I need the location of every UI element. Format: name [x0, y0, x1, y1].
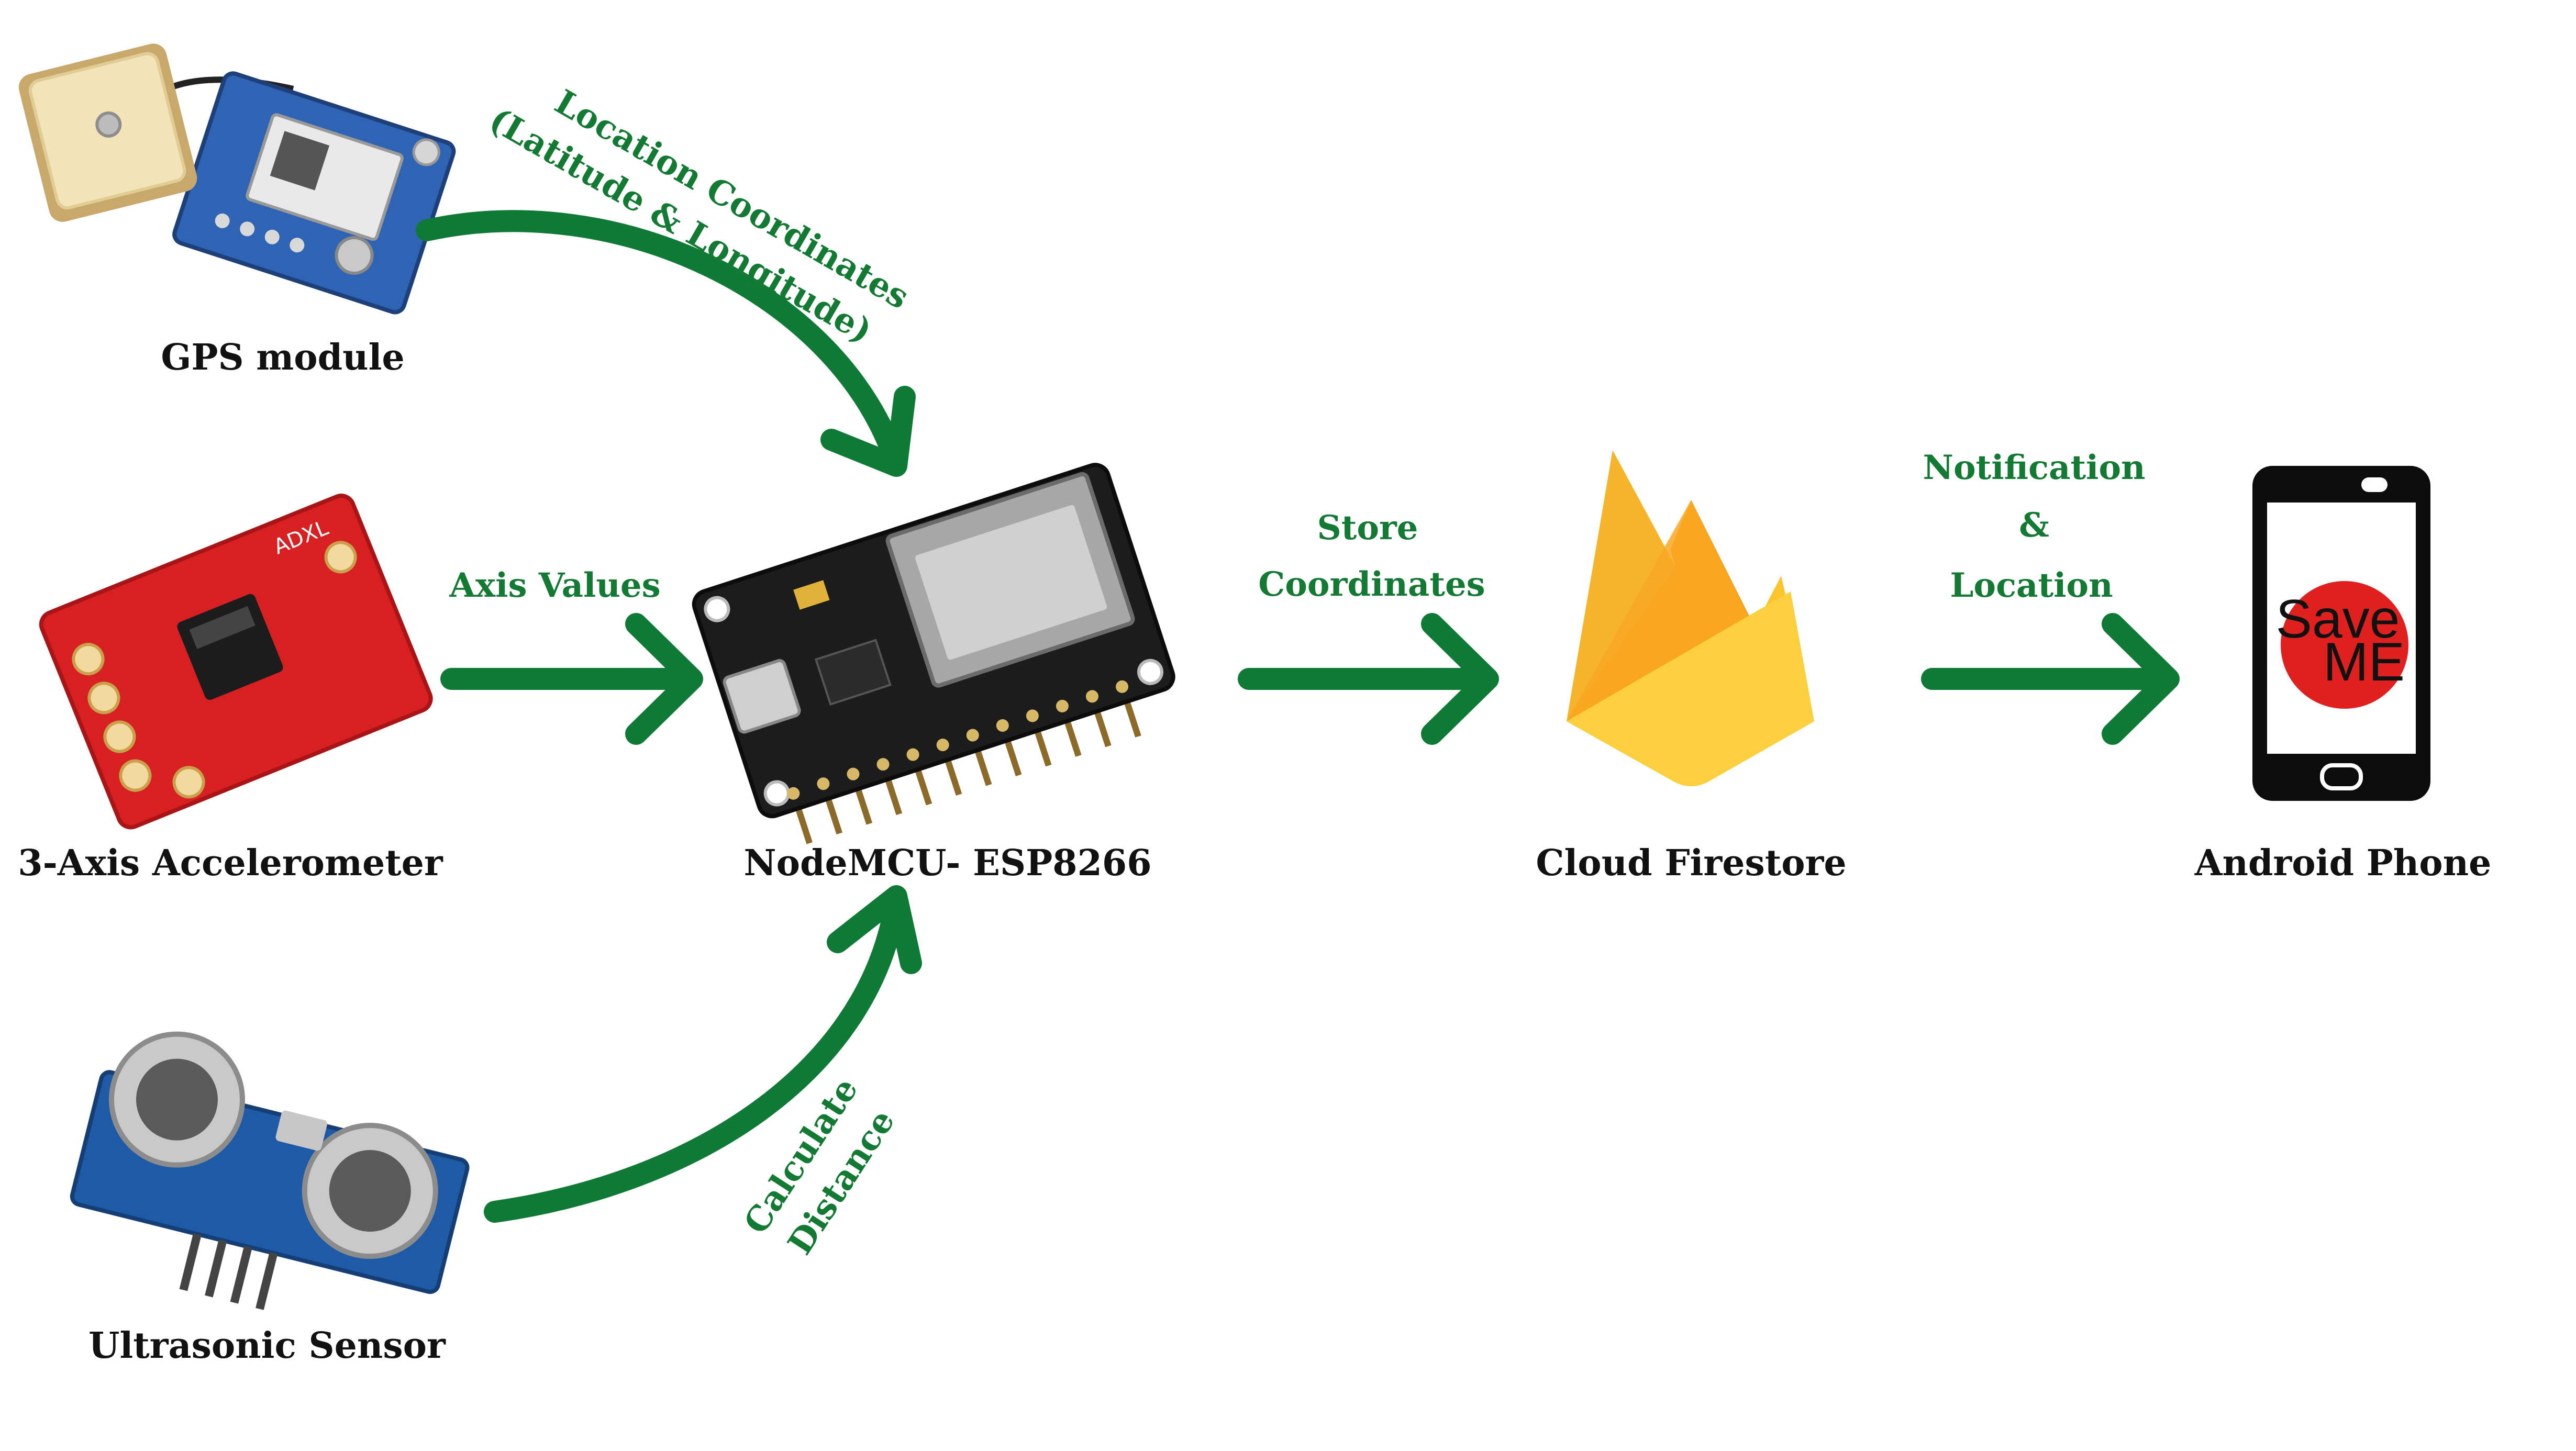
- firestore-label: Cloud Firestore: [1536, 842, 1846, 884]
- nodemcu-edge-label-line2: Coordinates: [1258, 565, 1485, 604]
- accelerometer-icon: ADXL: [39, 494, 433, 830]
- firestore-edge-label-line2: &: [2019, 506, 2049, 545]
- nodemcu-label: NodeMCU- ESP8266: [743, 842, 1151, 884]
- android-phone-label: Android Phone: [2194, 842, 2492, 884]
- ultrasonic-to-nodemcu-arrow: [484, 885, 922, 1223]
- firestore-edge-label-line1: Notification: [1923, 448, 2145, 487]
- firestore-edge-label-line3: Location: [1950, 566, 2113, 605]
- ultrasonic-sensor-label: Ultrasonic Sensor: [88, 1325, 446, 1367]
- accelerometer-label: 3-Axis Accelerometer: [18, 842, 443, 884]
- gps-to-nodemcu-arrow: [416, 210, 916, 477]
- saveme-logo-line1: Save: [2275, 589, 2400, 650]
- gps-module-label: GPS module: [161, 337, 404, 378]
- firestore-to-phone-arrow: [1921, 613, 2180, 745]
- accelerometer-edge-label: Axis Values: [449, 566, 660, 605]
- nodemcu-edge-label-line1: Store: [1317, 508, 1418, 548]
- gps-module-icon: [18, 43, 456, 315]
- nodemcu-board-icon: [692, 463, 1175, 844]
- saveme-logo-line2: ME: [2323, 632, 2405, 693]
- accelerometer-to-nodemcu-arrow: [440, 613, 703, 745]
- nodemcu-to-firestore-arrow: [1238, 613, 1499, 745]
- saveme-app-logo: Save ME: [2275, 581, 2408, 709]
- gps-edge-label: Location Coordinates (Latitude & Longitu…: [483, 82, 916, 351]
- firebase-logo-icon: [1567, 450, 1814, 786]
- ultrasonic-sensor-icon: [70, 1031, 470, 1310]
